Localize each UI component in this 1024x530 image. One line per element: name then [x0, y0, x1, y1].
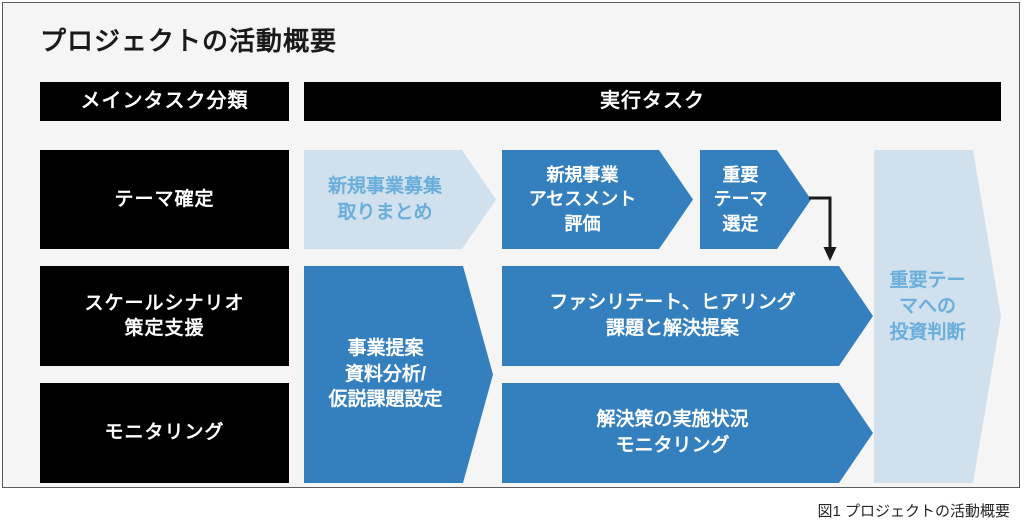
down-arrow-icon [809, 196, 837, 261]
task-new-business-recruitment: 新規事業募集 取りまとめ [304, 150, 496, 249]
task-key-theme-selection: 重要 テーマ 選定 [700, 150, 811, 249]
task-business-proposal-analysis: 事業提案 資料分析/ 仮説課題設定 [304, 266, 493, 483]
category-box-monitoring: モニタリング [40, 383, 289, 483]
figure-caption: 図1 プロジェクトの活動概要 [817, 503, 1010, 520]
task-facilitation-hearing: ファシリテート、ヒアリング 課題と解決提案 [502, 266, 873, 366]
category-box-theme-determination: テーマ確定 [40, 150, 289, 249]
header-execution-task: 実行タスク [304, 82, 1001, 121]
task-solution-monitoring: 解決策の実施状況 モニタリング [502, 383, 873, 483]
header-main-task-category: メインタスク分類 [40, 82, 289, 121]
page-title: プロジェクトの活動概要 [40, 26, 338, 56]
category-box-scale-scenario: スケールシナリオ 策定支援 [40, 266, 289, 366]
figure-panel: プロジェクトの活動概要 メインタスク分類 実行タスク テーマ確定 スケールシナリ… [2, 2, 1020, 488]
outcome-investment-decision: 重要テー マへの 投資判断 [874, 150, 1001, 483]
task-new-business-assessment: 新規事業 アセスメント 評価 [502, 150, 693, 249]
